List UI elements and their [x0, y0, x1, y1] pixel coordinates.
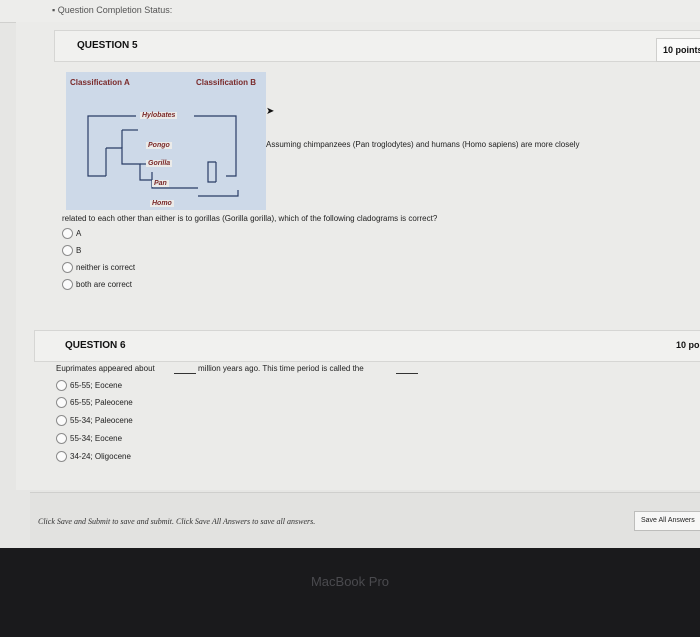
- q5-option-b-label[interactable]: B: [76, 246, 82, 255]
- cladogram-lines: [87, 115, 239, 197]
- q6-option-1-label[interactable]: 65-55; Eocene: [70, 381, 123, 390]
- q6-option-3-radio[interactable]: [56, 415, 67, 426]
- q6-option-1-radio[interactable]: [56, 380, 67, 391]
- q6-option-2-label[interactable]: 65-55; Paleocene: [70, 398, 133, 407]
- cladogram-image: Classification A Classification B: [66, 72, 266, 210]
- q5-option-both-label[interactable]: both are correct: [76, 280, 133, 289]
- submit-footer: Click Save and Submit to save and submit…: [30, 492, 700, 548]
- q6-option-2-radio[interactable]: [56, 397, 67, 408]
- mouse-cursor-icon: ➤: [266, 106, 275, 117]
- q5-option-a-radio[interactable]: [62, 228, 73, 239]
- question-6-points: 10 po: [676, 340, 700, 350]
- taxon-pongo: Pongo: [146, 142, 172, 149]
- question-5-header: QUESTION 5: [54, 30, 700, 62]
- taxon-pan: Pan: [152, 180, 169, 187]
- question-6-title: QUESTION 6: [65, 340, 126, 351]
- q5-option-neither-radio[interactable]: [62, 262, 73, 273]
- q6-option-4-radio[interactable]: [56, 433, 67, 444]
- assessment-content: QUESTION 5 10 points Classification A Cl…: [16, 22, 700, 490]
- question-5-points: 10 points: [656, 38, 700, 62]
- browser-screen: ▪ Question Completion Status: QUESTION 5…: [0, 0, 700, 548]
- question-5-prompt-line1: Assuming chimpanzees (Pan troglodytes) a…: [266, 140, 580, 149]
- q5-option-both-radio[interactable]: [62, 279, 73, 290]
- save-all-answers-button[interactable]: Save All Answers: [634, 511, 700, 531]
- q6-option-5-label[interactable]: 34-24; Oligocene: [70, 452, 131, 461]
- completion-status-label[interactable]: ▪ Question Completion Status:: [52, 5, 173, 15]
- q5-option-b-radio[interactable]: [62, 245, 73, 256]
- classification-b-label: Classification B: [196, 78, 257, 87]
- question-6-prompt-part1: Euprimates appeared about: [56, 364, 155, 373]
- taxon-gorilla: Gorilla: [146, 160, 173, 167]
- laptop-bezel-label: MacBook Pro: [310, 574, 390, 589]
- completion-status-bar: ▪ Question Completion Status:: [0, 0, 700, 23]
- taxon-hylobates: Hylobates: [140, 112, 178, 119]
- question-6-blank-1: [174, 373, 196, 374]
- question-5-title: QUESTION 5: [77, 40, 138, 51]
- question-6-prompt-part2: million years ago. This time period is c…: [198, 364, 364, 373]
- question-6-blank-2: [396, 373, 418, 374]
- q5-option-a-label[interactable]: A: [76, 229, 82, 238]
- q6-option-5-radio[interactable]: [56, 451, 67, 462]
- q6-option-3-label[interactable]: 55-34; Paleocene: [70, 416, 133, 425]
- question-6-header: QUESTION 6: [34, 330, 700, 362]
- question-5-prompt-line2: related to each other than either is to …: [62, 214, 438, 223]
- collapse-icon: ▪: [52, 5, 58, 15]
- q6-option-4-label[interactable]: 55-34; Eocene: [70, 434, 123, 443]
- taxon-homo: Homo: [150, 200, 174, 207]
- footer-instructions: Click Save and Submit to save and submit…: [38, 517, 316, 526]
- q5-option-neither-label[interactable]: neither is correct: [76, 263, 136, 272]
- classification-a-label: Classification A: [70, 78, 130, 87]
